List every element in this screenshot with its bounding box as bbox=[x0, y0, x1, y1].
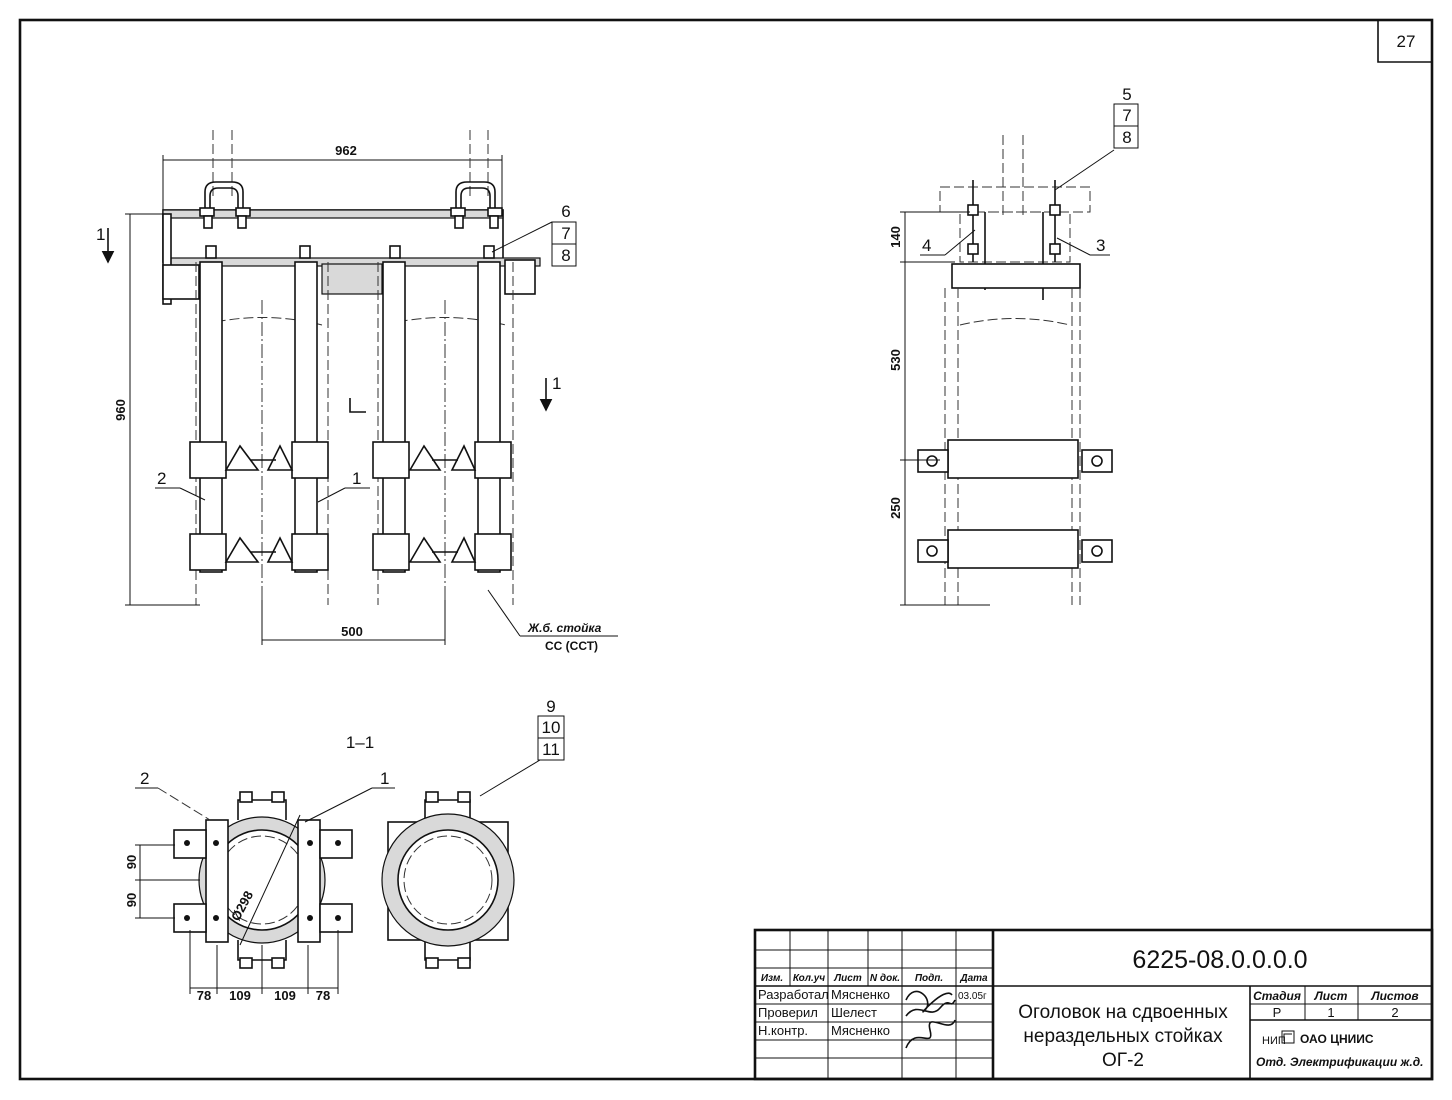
dim-90b: 90 bbox=[124, 893, 139, 907]
svg-text:11: 11 bbox=[542, 740, 560, 759]
stamp-name-2: Шелест bbox=[831, 1005, 877, 1020]
stamp-role-3: Н.контр. bbox=[758, 1023, 808, 1038]
dim-962: 962 bbox=[335, 143, 357, 158]
dim-140: 140 bbox=[888, 226, 903, 248]
doc-title-1: Оголовок на сдвоенных bbox=[1018, 1002, 1228, 1023]
stamp-role-1: Разработал bbox=[758, 987, 829, 1002]
front-label-1: 1 bbox=[352, 469, 361, 488]
stamp-date-1: 03.05г bbox=[958, 991, 987, 1002]
note-pole-2: СС (ССТ) bbox=[545, 639, 598, 653]
sheet-value: 1 bbox=[1327, 1005, 1334, 1020]
svg-text:7: 7 bbox=[561, 224, 570, 243]
svg-text:8: 8 bbox=[561, 246, 570, 265]
front-label-2: 2 bbox=[157, 469, 166, 488]
dim-500: 500 bbox=[341, 624, 363, 639]
front-view: 962 bbox=[96, 130, 618, 653]
section-label-1: 1 bbox=[380, 769, 389, 788]
clamp-row-lower bbox=[189, 533, 512, 571]
stamp-name-1: Мясненко bbox=[831, 987, 890, 1002]
title-block: Изм. Кол.уч Лист N док. Подп. Дата Разра… bbox=[753, 928, 1434, 1081]
stamp-h-izm: Изм. bbox=[761, 973, 783, 984]
side-label-4: 4 bbox=[922, 236, 931, 255]
section-title: 1–1 bbox=[346, 733, 374, 752]
dim-90a: 90 bbox=[124, 855, 139, 869]
sheet-label: Лист bbox=[1314, 989, 1348, 1003]
page-number: 27 bbox=[1397, 32, 1416, 51]
org-logo-icon bbox=[1281, 1030, 1295, 1044]
svg-text:5: 5 bbox=[1122, 85, 1131, 104]
sheets-label: Листов bbox=[1370, 989, 1418, 1003]
svg-text:6: 6 bbox=[561, 202, 570, 221]
doc-title-3: ОГ-2 bbox=[1102, 1050, 1144, 1071]
svg-text:8: 8 bbox=[1122, 128, 1131, 147]
dim-530: 530 bbox=[888, 349, 903, 371]
dim-250: 250 bbox=[888, 497, 903, 519]
note-pole-1: Ж.б. стойка bbox=[527, 621, 602, 635]
callout-5-7-8: 5 7 8 bbox=[1113, 85, 1139, 149]
section-mark-right: 1 bbox=[552, 374, 561, 393]
svg-text:10: 10 bbox=[542, 718, 561, 737]
section-label-2: 2 bbox=[140, 769, 149, 788]
org-prefix: НИП bbox=[1262, 1035, 1286, 1047]
dim-78b: 78 bbox=[316, 988, 330, 1003]
callout-9-10-11: 9 10 11 bbox=[537, 697, 565, 761]
stamp-h-data: Дата bbox=[959, 973, 988, 984]
org-line-2: Отд. Электрификации ж.д. bbox=[1256, 1055, 1423, 1069]
callout-6-7-8: 6 7 8 bbox=[551, 202, 577, 267]
stamp-name-3: Мясненко bbox=[831, 1023, 890, 1038]
dim-78a: 78 bbox=[197, 988, 211, 1003]
svg-text:9: 9 bbox=[546, 697, 555, 716]
side-view: 140 530 250 4 3 5 7 8 bbox=[888, 85, 1139, 606]
section-mark-left: 1 bbox=[96, 225, 105, 244]
stage-label: Стадия bbox=[1253, 989, 1301, 1003]
page-number-box: 27 bbox=[1377, 20, 1432, 63]
clamp-row-upper bbox=[189, 441, 512, 479]
sheets-value: 2 bbox=[1391, 1005, 1398, 1020]
dim-960: 960 bbox=[113, 399, 128, 421]
stamp-role-2: Проверил bbox=[758, 1005, 818, 1020]
doc-title-2: нераздельных стойках bbox=[1023, 1026, 1223, 1047]
stamp-h-koluch: Кол.уч bbox=[793, 973, 825, 984]
stamp-h-ndok: N док. bbox=[870, 973, 900, 984]
stage-value: Р bbox=[1273, 1005, 1282, 1020]
section-view: 1–1 Ø298 2 1 bbox=[124, 697, 565, 1003]
svg-text:7: 7 bbox=[1122, 106, 1131, 125]
stamp-h-list: Лист bbox=[833, 973, 862, 984]
dim-109a: 109 bbox=[229, 988, 251, 1003]
side-label-3: 3 bbox=[1096, 236, 1105, 255]
sheet-frame bbox=[18, 18, 1434, 1081]
dim-109b: 109 bbox=[274, 988, 296, 1003]
org-line-1: ОАО ЦНИИС bbox=[1300, 1032, 1374, 1046]
doc-code: 6225-08.0.0.0.0 bbox=[1132, 946, 1307, 974]
stamp-h-podp: Подп. bbox=[915, 973, 943, 984]
signatures bbox=[905, 990, 956, 1049]
